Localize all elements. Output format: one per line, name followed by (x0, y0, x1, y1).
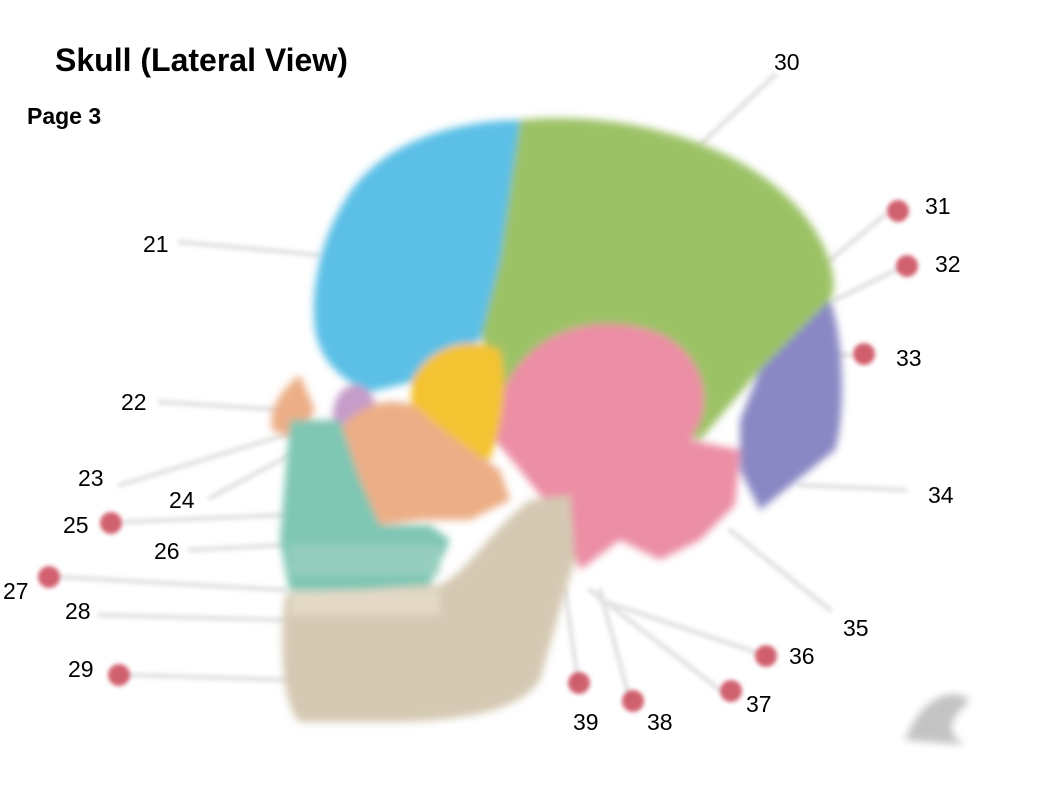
page-number: Page 3 (27, 103, 102, 129)
label-28: 28 (65, 598, 91, 624)
label-24: 24 (169, 487, 195, 513)
marker-dot-31 (887, 200, 909, 222)
label-23: 23 (78, 465, 104, 491)
marker-dot-36 (755, 645, 777, 667)
label-29: 29 (68, 656, 94, 682)
marker-dot-29 (108, 664, 130, 686)
marker-dot-39 (568, 672, 590, 694)
label-27: 27 (3, 578, 29, 604)
label-36: 36 (789, 643, 815, 669)
label-33: 33 (896, 345, 922, 371)
label-26: 26 (154, 538, 180, 564)
label-32: 32 (935, 251, 961, 277)
label-31: 31 (925, 193, 951, 219)
label-25: 25 (63, 512, 89, 538)
label-35: 35 (843, 615, 869, 641)
label-30: 30 (774, 49, 800, 75)
label-37: 37 (746, 691, 772, 717)
label-21: 21 (143, 231, 169, 257)
page-title: Skull (Lateral View) (55, 42, 348, 78)
marker-dot-32 (896, 255, 918, 277)
marker-dot-33 (853, 343, 875, 365)
marker-dot-27 (38, 566, 60, 588)
label-34: 34 (928, 482, 954, 508)
logo-sketch (905, 694, 970, 745)
label-22: 22 (121, 389, 147, 415)
label-38: 38 (647, 709, 673, 735)
marker-dot-38 (622, 690, 644, 712)
marker-dot-37 (720, 680, 742, 702)
label-39: 39 (573, 709, 599, 735)
marker-dot-25 (100, 512, 122, 534)
leader-lines (57, 72, 908, 703)
